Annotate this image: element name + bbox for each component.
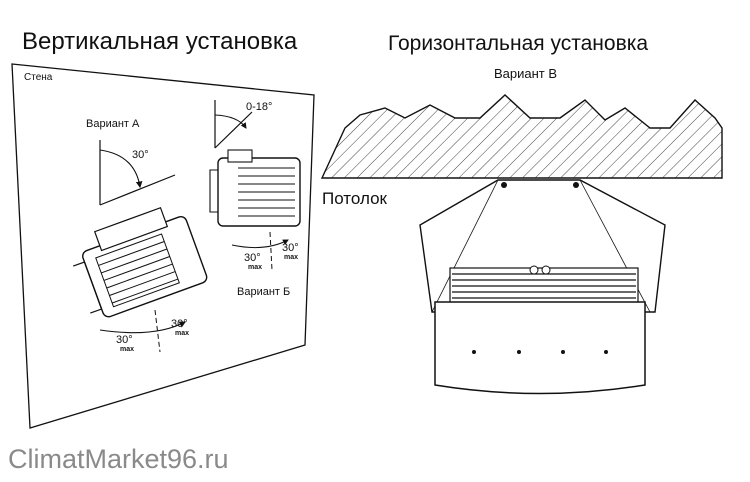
label-variant-a: Вариант А [86, 118, 140, 130]
angle-label-tilt: 0-18° [246, 101, 273, 113]
angle-label-b-left: 30° [244, 252, 261, 264]
angle-label-bottom-left: 30° [116, 334, 133, 346]
angle-label-b-right: 30° [282, 242, 299, 254]
label-wall: Стена [24, 72, 53, 83]
variant-b-tilt-diagram [214, 100, 253, 149]
variant-b-rotation-indicator [231, 231, 289, 271]
ceiling-slab [320, 94, 723, 179]
angle-max-bottom-right: max [175, 330, 190, 337]
heater-variant-b [209, 149, 301, 227]
heater-ceiling-mount [419, 179, 666, 395]
angle-label-bottom-right: 30° [171, 318, 188, 330]
heater-variant-a [72, 206, 208, 318]
label-ceiling: Потолок [322, 189, 387, 208]
title-vertical-installation: Вертикальная установка [22, 28, 298, 55]
angle-max-b-right: max [284, 254, 299, 261]
variant-a-angle-diagram [99, 140, 176, 206]
angle-max-bottom-left: max [120, 346, 135, 353]
angle-max-b-left: max [248, 264, 263, 271]
angle-label-a: 30° [132, 149, 149, 161]
title-horizontal-installation: Горизонтальная установка [388, 32, 649, 55]
bottom-rotation-indicator [99, 309, 186, 353]
wall-panel [11, 63, 315, 429]
label-variant-v: Вариант В [494, 66, 558, 81]
label-variant-b: Вариант Б [237, 286, 291, 298]
watermark-text: ClimatMarket96.ru [8, 444, 229, 474]
